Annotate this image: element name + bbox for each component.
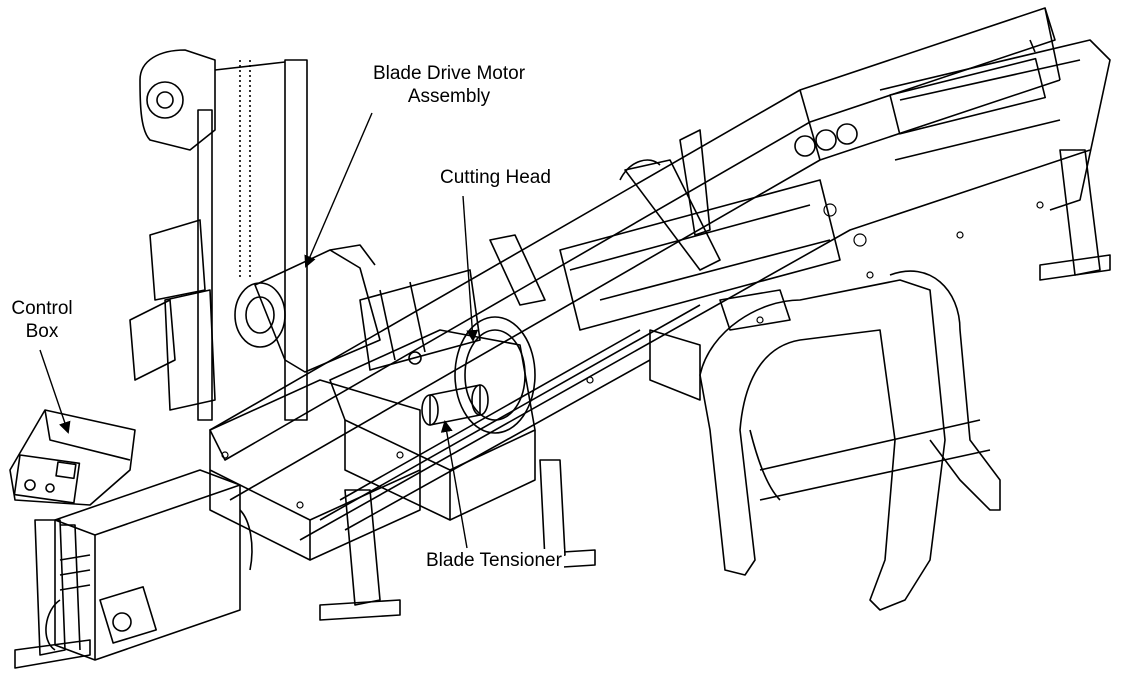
support-legs: [14, 459, 596, 669]
leader-blade-tensioner: [440, 420, 468, 549]
leader-blade-drive-motor: [304, 112, 373, 268]
rear-frame: [794, 39, 1111, 281]
control-box-panel: [9, 409, 136, 506]
label-control-box-line2: Box: [25, 321, 59, 342]
label-blade-tensioner: Blade Tensioner: [424, 549, 564, 572]
main-bed-rails: [209, 7, 1091, 541]
log-clamp-arms: [489, 129, 841, 331]
blade-tensioner-part: [421, 384, 489, 426]
hardware-details: [221, 201, 1044, 509]
leader-control-box: [39, 349, 71, 434]
label-control-box: Control Box: [4, 297, 80, 343]
front-frame: [209, 329, 701, 561]
label-control-box-line1: Control: [11, 298, 73, 319]
cutting-head-carriage: [329, 269, 536, 521]
vertical-mast: [129, 49, 308, 421]
electrical-enclosure: [45, 469, 253, 661]
callout-leaders: [39, 112, 479, 549]
label-cutting-head: Cutting Head: [438, 166, 553, 189]
label-blade-drive-motor-line2: Assembly: [407, 86, 491, 107]
log-loading-arm: [699, 270, 1001, 611]
label-blade-drive-motor: Blade Drive Motor Assembly: [352, 62, 546, 108]
leader-cutting-head: [462, 195, 479, 342]
label-blade-drive-motor-line1: Blade Drive Motor: [372, 63, 526, 84]
